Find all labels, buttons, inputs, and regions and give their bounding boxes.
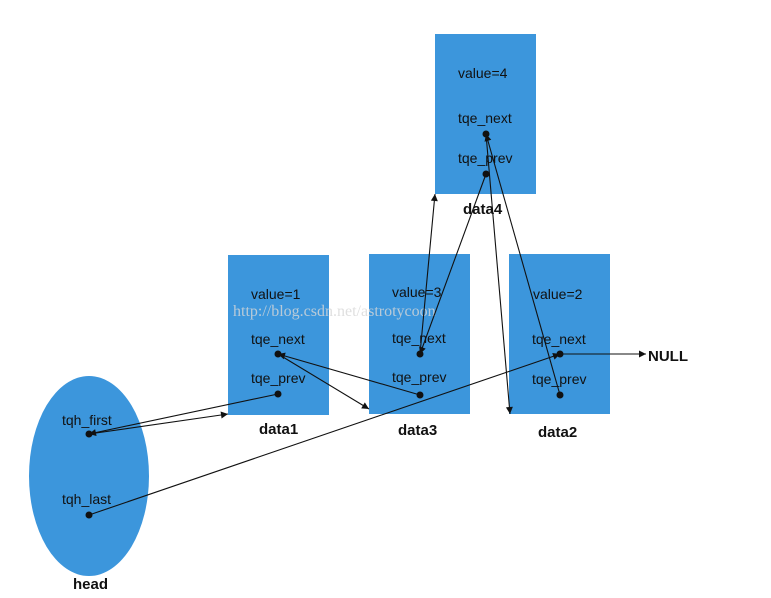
node-data3-prev-label: tqe_prev xyxy=(392,369,446,385)
node-data3-box xyxy=(369,254,470,414)
dot-data3-next xyxy=(416,350,424,358)
node-data2-box xyxy=(509,254,610,414)
node-data3: value=3 tqe_next tqe_prev data3 xyxy=(369,254,470,439)
head-group: tqh_first tqh_last head xyxy=(29,376,149,593)
node-data2-next-label: tqe_next xyxy=(532,331,586,347)
arrow-data1-prev-to-tqh-first xyxy=(88,393,279,436)
dot-data2-prev xyxy=(556,391,564,399)
node-data2-caption: data2 xyxy=(538,424,577,441)
node-data4-prev-label: tqe_prev xyxy=(458,150,512,166)
arrow-data2-prev-to-data4-next xyxy=(484,133,561,396)
node-data1-value: value=1 xyxy=(251,286,301,302)
node-data4-caption: data4 xyxy=(463,201,503,218)
head-tqh-first-label: tqh_first xyxy=(62,412,112,428)
node-data4-box xyxy=(435,34,536,194)
arrow-tqh-first-to-data1 xyxy=(88,411,229,435)
arrow-data1-next-to-data3 xyxy=(277,353,370,410)
dot-data2-next xyxy=(556,350,564,358)
node-data1-prev-label: tqe_prev xyxy=(251,370,305,386)
node-data2: value=2 tqe_next tqe_prev data2 xyxy=(509,254,610,441)
dot-data4-next xyxy=(482,130,490,138)
arrow-data3-prev-to-data1-next xyxy=(277,352,421,396)
node-data4-next-label: tqe_next xyxy=(458,110,512,126)
dot-head-first xyxy=(85,430,93,438)
node-data3-caption: data3 xyxy=(398,422,437,439)
node-data4: value=4 tqe_next tqe_prev data4 xyxy=(435,34,536,218)
head-caption: head xyxy=(73,576,108,593)
node-data1-caption: data1 xyxy=(259,421,298,438)
dot-data3-prev xyxy=(416,391,424,399)
arrow-tqh-last-to-data2-next xyxy=(88,352,561,516)
pointer-dots xyxy=(85,130,564,519)
arrow-data3-next-to-data4 xyxy=(419,193,438,355)
dot-head-last xyxy=(85,511,93,519)
null-label: NULL xyxy=(648,348,688,365)
node-data2-prev-label: tqe_prev xyxy=(532,371,586,387)
dot-data4-prev xyxy=(482,170,490,178)
dot-data1-next xyxy=(274,350,282,358)
watermark-text: http://blog.csdn.net/astrotycoon xyxy=(233,303,436,320)
node-data1-next-label: tqe_next xyxy=(251,331,305,347)
dot-data1-prev xyxy=(274,390,282,398)
node-data3-next-label: tqe_next xyxy=(392,330,446,346)
arrow-data4-next-to-data2 xyxy=(485,133,513,415)
node-data1-box xyxy=(228,255,329,415)
node-data4-value: value=4 xyxy=(458,65,508,81)
node-data3-value: value=3 xyxy=(392,284,442,300)
head-tqh-last-label: tqh_last xyxy=(62,491,111,507)
arrow-data4-prev-to-data3-next xyxy=(419,173,487,355)
head-ellipse xyxy=(29,376,149,576)
node-data1: value=1 tqe_next tqe_prev data1 xyxy=(228,255,329,438)
node-data2-value: value=2 xyxy=(533,286,583,302)
pointer-arrows xyxy=(88,133,646,516)
